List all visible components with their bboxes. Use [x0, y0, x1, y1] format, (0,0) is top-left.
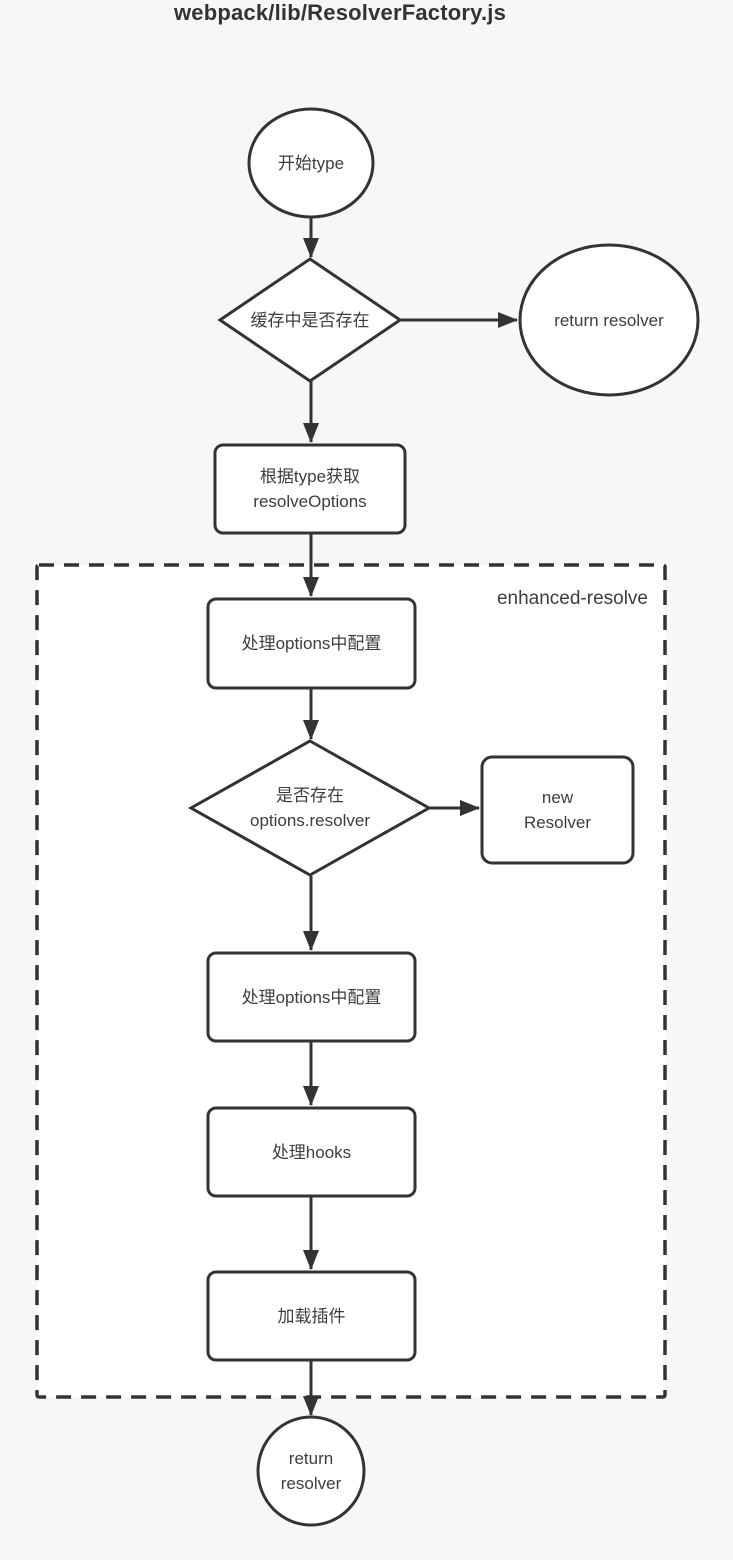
enhanced-resolve-label: enhanced-resolve — [496, 588, 648, 609]
start-node-shape — [247, 107, 375, 219]
process-options-2-shape — [206, 951, 417, 1043]
end-node-shape — [256, 1415, 366, 1527]
process-hooks-shape — [206, 1106, 417, 1198]
get-resolve-options-shape — [213, 443, 407, 535]
new-resolver-shape — [480, 755, 635, 865]
return-resolver-top-shape — [518, 243, 700, 397]
resolver-exists-diamond-shape — [187, 739, 433, 877]
cache-check-diamond-shape — [217, 257, 403, 383]
load-plugins-shape — [206, 1270, 417, 1362]
page-title: webpack/lib/ResolverFactory.js — [173, 0, 507, 25]
process-options-1-shape — [206, 597, 417, 690]
